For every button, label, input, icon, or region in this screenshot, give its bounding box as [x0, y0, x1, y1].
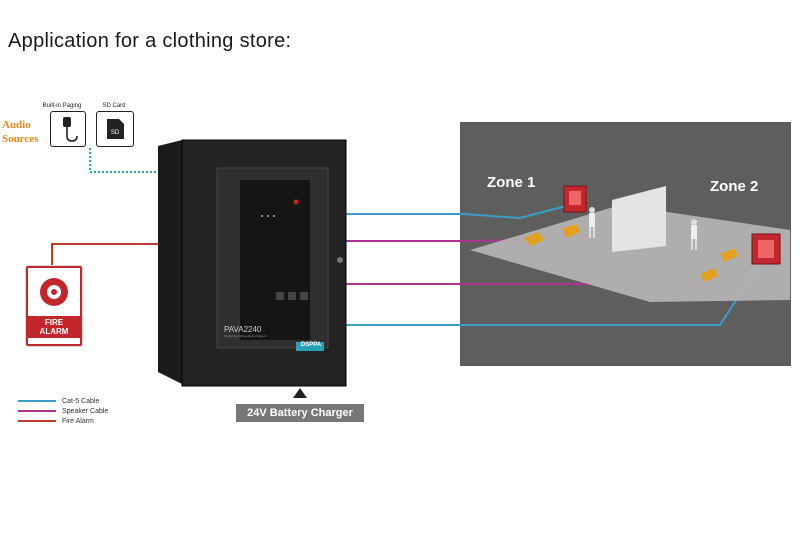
- sd-caption: SD Card: [102, 103, 126, 109]
- zone1-mannequin: [589, 207, 595, 238]
- page-title: Application for a clothing store:: [8, 30, 292, 52]
- alarm-text: ALARM: [39, 327, 69, 336]
- device-brand-logo: DSPPA: [300, 342, 322, 348]
- sd-card-icon: SD: [96, 111, 134, 147]
- pava-cabinet: [158, 139, 347, 387]
- alarm-bell-icon: [40, 278, 68, 306]
- svg-text:SD: SD: [111, 130, 120, 136]
- audio-dotted-link: [89, 148, 160, 173]
- zone-1-label: Zone 1: [487, 174, 536, 191]
- cat5-cable-zone1: [346, 205, 567, 220]
- device-model: PAVA2240: [224, 325, 262, 334]
- speaker-cable-zone1: [346, 239, 527, 242]
- legend-cat5-line: [18, 400, 56, 403]
- legend-cat5: Cat-5 Cable: [18, 398, 99, 408]
- up-arrow-icon: [293, 388, 307, 398]
- zone2-speaker-a: [700, 268, 718, 282]
- zone1-speaker-b: [562, 224, 580, 238]
- legend-speaker-line: [18, 410, 56, 413]
- legend-speaker: Speaker Cable: [18, 408, 108, 418]
- legend-speaker-label: Speaker Cable: [62, 408, 109, 415]
- zone1-speaker-a: [524, 232, 544, 246]
- fire-alarm-sign-text: FIRE ALARM: [28, 316, 80, 338]
- legend-fire-label: Fire Alarm: [62, 418, 94, 425]
- zone2-mannequin: [691, 219, 697, 250]
- zone2-speaker-b: [720, 248, 738, 262]
- store-divider-wall: [612, 186, 666, 252]
- legend-cat5-label: Cat-5 Cable: [62, 398, 100, 405]
- battery-charger-label: 24V Battery Charger: [236, 404, 364, 422]
- legend-fire: Fire Alarm: [18, 418, 94, 428]
- fire-text: FIRE: [44, 318, 64, 327]
- zone2-alarm-box: [751, 233, 781, 265]
- fire-alarm-sign: FIRE ALARM: [26, 266, 82, 346]
- zone-2-label: Zone 2: [710, 178, 759, 195]
- audio-sources-label: Audio Sources: [2, 119, 39, 145]
- legend-fire-line: [18, 420, 56, 423]
- fire-alarm-cable: [51, 243, 160, 266]
- paging-caption: Built-in Paging: [42, 103, 82, 109]
- device-subtitle: Firefighting Voice Alarm System: [224, 334, 267, 338]
- paging-microphone-icon: [50, 111, 86, 147]
